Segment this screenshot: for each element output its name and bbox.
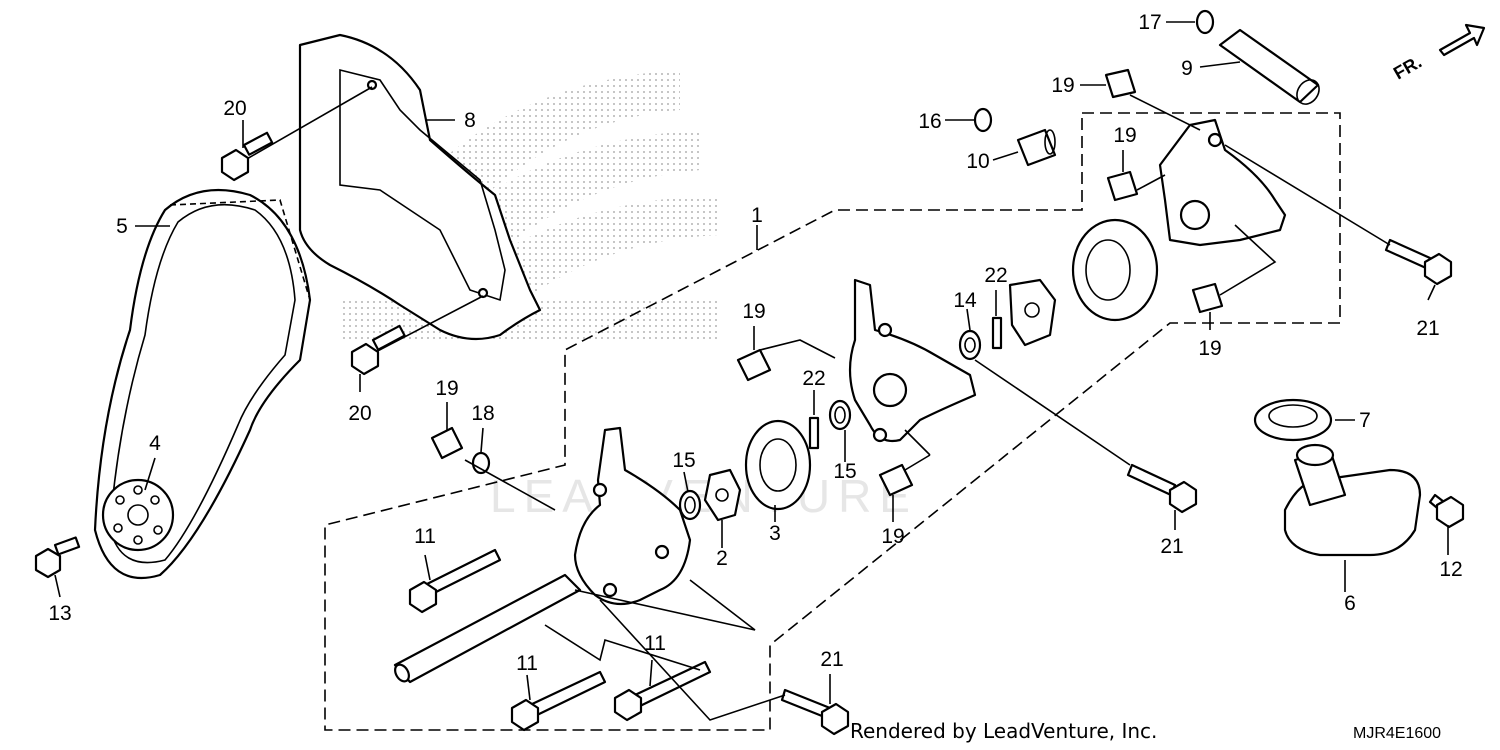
- part-15-oil-seal-lower: [678, 489, 702, 521]
- part-21-bolt-middle: [1126, 463, 1198, 514]
- callout-labels: 1 2 3 4 5 6 7 8 9 10 11 11 11 12 13 14 1…: [48, 11, 1462, 675]
- callout-13: 13: [48, 602, 71, 625]
- callout-5: 5: [116, 215, 128, 238]
- callout-8: 8: [464, 109, 476, 132]
- part-19-collar-d: [1104, 68, 1137, 99]
- part-11-bolt-c: [613, 660, 712, 722]
- part-4-sprocket: [101, 478, 175, 552]
- part-20-bolt-upper: [220, 86, 373, 182]
- part-20-bolt-lower: [350, 295, 484, 376]
- callout-15-a: 15: [672, 449, 695, 472]
- leadventure-watermark: LEADVENTURE: [490, 470, 918, 522]
- diagram-code: MJR4E1600: [1353, 725, 1441, 742]
- callout-6: 6: [1344, 592, 1356, 615]
- part-9-pipe: [1218, 28, 1320, 105]
- callout-19-e: 19: [1113, 124, 1136, 147]
- part-22-dowel-pin-lower: [808, 416, 820, 450]
- callout-22-b: 22: [802, 367, 825, 390]
- upper-outer-rotor: [1071, 218, 1159, 322]
- part-19-collar-e: [1106, 170, 1139, 202]
- callout-3: 3: [769, 522, 781, 545]
- upper-inner-rotor: [1008, 278, 1057, 347]
- part-1-pump-body-lower: [573, 426, 692, 606]
- callout-17: 17: [1138, 11, 1161, 34]
- callout-21-b: 21: [1160, 535, 1183, 558]
- part-18-o-ring: [471, 451, 491, 475]
- part-11-bolt-a: [408, 548, 502, 614]
- part-8-chain-guide: [298, 33, 542, 341]
- part-21-bolt-upper-right: [1384, 238, 1453, 286]
- assembly-outline-1: [324, 112, 1341, 731]
- front-direction-indicator: FR.: [1390, 23, 1486, 84]
- pump-shaft: [393, 573, 582, 684]
- callout-22-a: 22: [984, 264, 1007, 287]
- part-19-collar-f: [1191, 282, 1224, 314]
- part-3-outer-rotor: [744, 419, 812, 511]
- part-15-oil-seal-upper: [828, 399, 852, 431]
- part-10-collar: [1016, 128, 1057, 167]
- callout-19-b: 19: [742, 300, 765, 323]
- callout-19-d: 19: [1051, 74, 1074, 97]
- fr-label: FR.: [1390, 52, 1425, 84]
- part-21-bolt-lower: [780, 688, 850, 736]
- callout-19-c: 19: [881, 525, 904, 548]
- pump-body-upper: [1158, 118, 1287, 247]
- arrow-icon: [1438, 23, 1486, 57]
- part-16-o-ring: [973, 107, 993, 133]
- part-2-inner-rotor: [703, 468, 742, 522]
- callout-21-c: 21: [820, 648, 843, 671]
- leader-lines: [54, 21, 1449, 721]
- callout-2: 2: [716, 547, 728, 570]
- callout-20-a: 20: [223, 97, 246, 120]
- part-19-collar-b: [736, 348, 772, 382]
- part-14-oil-seal: [958, 329, 982, 361]
- callout-18: 18: [471, 402, 494, 425]
- callout-16: 16: [918, 110, 941, 133]
- pump-body-middle: [848, 278, 977, 443]
- callout-21-a: 21: [1416, 317, 1439, 340]
- callout-7: 7: [1359, 409, 1371, 432]
- callout-14: 14: [953, 289, 977, 312]
- part-6-oil-strainer: [1283, 443, 1422, 557]
- callout-20-b: 20: [348, 402, 371, 425]
- part-11-bolt-b: [510, 670, 607, 732]
- callout-11-a: 11: [414, 525, 436, 548]
- callout-11-c: 11: [644, 632, 666, 655]
- rendered-by-credit: Rendered by LeadVenture, Inc.: [850, 719, 1157, 743]
- part-13-bolt: [34, 536, 81, 579]
- callout-11-b: 11: [516, 652, 538, 675]
- part-7-seal: [1253, 398, 1333, 442]
- callout-15-b: 15: [833, 460, 856, 483]
- part-19-collar-a: [430, 426, 464, 460]
- callout-9: 9: [1181, 57, 1193, 80]
- callout-10: 10: [966, 150, 989, 173]
- callout-19-f: 19: [1198, 337, 1221, 360]
- part-19-collar-c: [878, 463, 914, 497]
- callout-12: 12: [1439, 558, 1462, 581]
- part-17-o-ring: [1195, 9, 1215, 35]
- part-22-dowel-pin-upper: [991, 316, 1003, 350]
- callout-1: 1: [751, 204, 763, 227]
- callout-19-a: 19: [435, 377, 458, 400]
- part-12-bolt: [1428, 493, 1465, 529]
- callout-4: 4: [149, 432, 161, 455]
